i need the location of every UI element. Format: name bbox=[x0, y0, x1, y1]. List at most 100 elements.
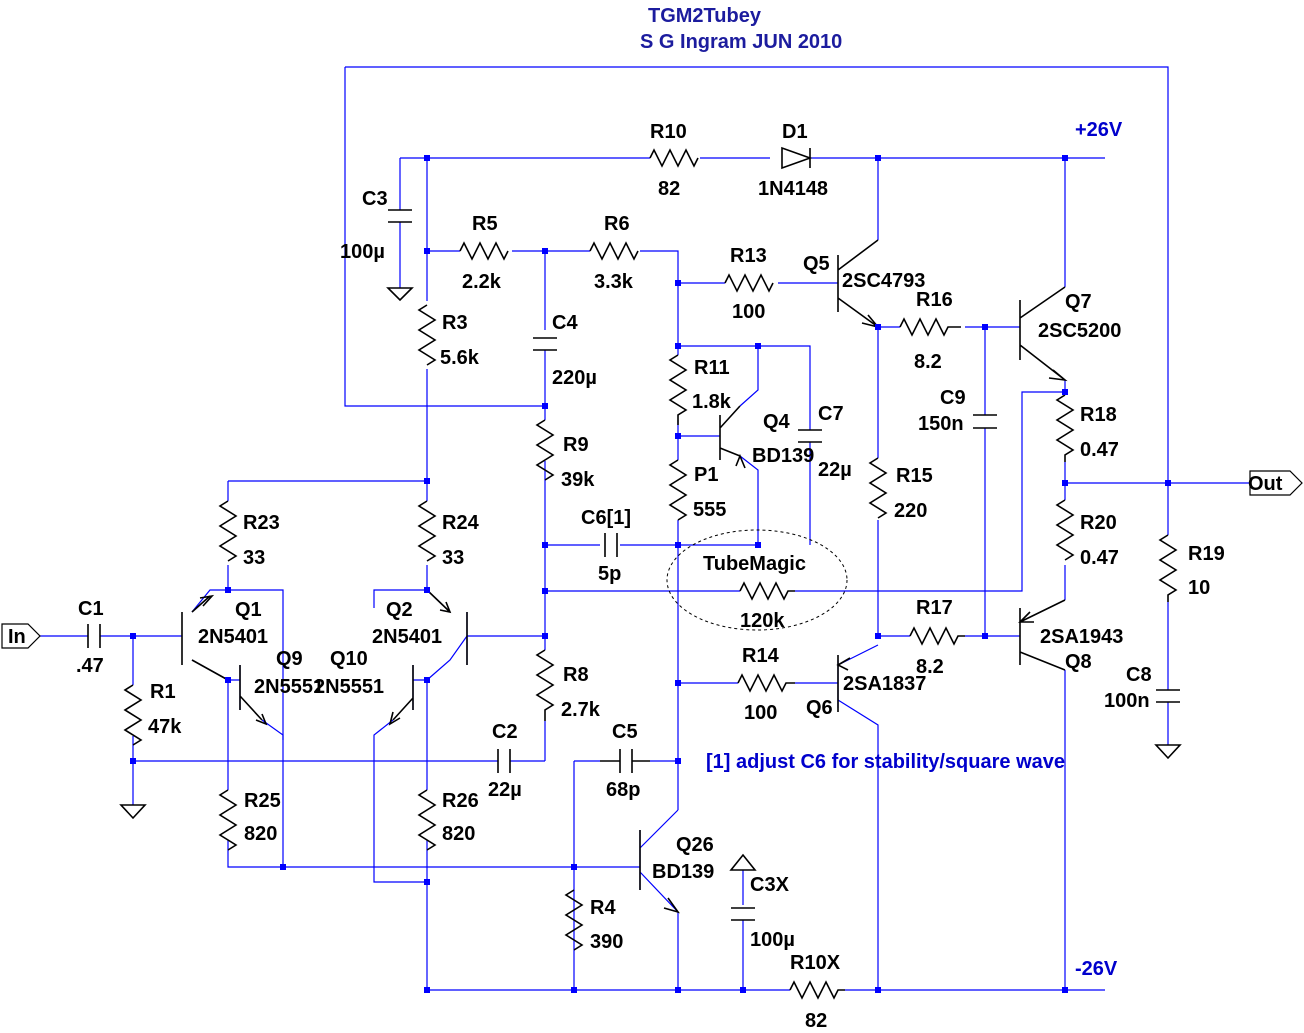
c5-value: 68p bbox=[606, 779, 640, 801]
resistor-r18 bbox=[1055, 394, 1075, 462]
q1-value: 2N5401 bbox=[198, 626, 268, 648]
transistor-q26 bbox=[639, 830, 680, 914]
capacitor-c8 bbox=[1156, 689, 1180, 703]
r13-ref: R13 bbox=[730, 245, 767, 267]
resistor-r1 bbox=[123, 684, 143, 746]
resistor-r9 bbox=[535, 419, 555, 481]
transistor-q4 bbox=[719, 405, 746, 469]
c9-ref: C9 bbox=[940, 387, 966, 409]
q8-ref: Q8 bbox=[1065, 651, 1092, 673]
q7-value: 2SC5200 bbox=[1038, 320, 1121, 342]
r8-ref: R8 bbox=[563, 664, 589, 686]
capacitor-c5 bbox=[600, 749, 650, 773]
tubemagic-resistor-value: 120k bbox=[740, 610, 785, 632]
output-label: Out bbox=[1248, 473, 1283, 495]
resistor-r5 bbox=[459, 241, 509, 261]
r25-value: 820 bbox=[244, 823, 277, 845]
c1-value: .47 bbox=[76, 655, 104, 677]
r6-ref: R6 bbox=[604, 213, 630, 235]
q9-value: 2N5551 bbox=[254, 676, 324, 698]
resistor-r19 bbox=[1158, 534, 1178, 602]
r14-value: 100 bbox=[744, 702, 777, 724]
r25-ref: R25 bbox=[244, 790, 281, 812]
resistor-r23 bbox=[218, 500, 238, 562]
c9-value: 150n bbox=[918, 413, 964, 435]
p1-value: 555 bbox=[693, 499, 726, 521]
q1-ref: Q1 bbox=[235, 599, 262, 621]
rail-positive: +26V bbox=[1075, 119, 1123, 141]
diode-d1 bbox=[781, 146, 813, 170]
q8-value: 2SA1943 bbox=[1040, 626, 1123, 648]
r13-value: 100 bbox=[732, 301, 765, 323]
r24-value: 33 bbox=[442, 547, 464, 569]
r26-ref: R26 bbox=[442, 790, 479, 812]
q26-ref: Q26 bbox=[676, 834, 714, 856]
ground-c3 bbox=[386, 287, 414, 302]
c2-ref: C2 bbox=[492, 721, 518, 743]
c6-value: 5p bbox=[598, 563, 621, 585]
r16-ref: R16 bbox=[916, 289, 953, 311]
capacitor-c4 bbox=[533, 337, 557, 351]
resistor-r10 bbox=[649, 148, 699, 168]
capacitor-c1 bbox=[87, 624, 101, 648]
c7-value: 22µ bbox=[818, 459, 852, 481]
transistor-q5 bbox=[837, 239, 881, 329]
c3-value: 100µ bbox=[340, 241, 385, 263]
title-line2: S G Ingram JUN 2010 bbox=[640, 31, 842, 53]
p1-ref: P1 bbox=[694, 464, 718, 486]
r8-value: 2.7k bbox=[561, 699, 601, 721]
output-port bbox=[1249, 470, 1303, 496]
r18-ref: R18 bbox=[1080, 404, 1117, 426]
r3-ref: R3 bbox=[442, 312, 468, 334]
r23-value: 33 bbox=[243, 547, 265, 569]
q4-ref: Q4 bbox=[763, 411, 791, 433]
c1-ref: C1 bbox=[78, 598, 104, 620]
resistor-r4 bbox=[564, 889, 584, 951]
c3x-ref: C3X bbox=[750, 874, 790, 896]
capacitor-c9 bbox=[973, 414, 997, 429]
resistor-r6 bbox=[589, 241, 639, 261]
r16-value: 8.2 bbox=[914, 351, 942, 373]
adjust-note: [1] adjust C6 for stability/square wave bbox=[706, 751, 1065, 773]
ground-r1 bbox=[119, 804, 147, 820]
r10x-ref: R10X bbox=[790, 952, 841, 974]
r3-value: 5.6k bbox=[440, 347, 480, 369]
rail-symbol-c3x bbox=[729, 853, 757, 871]
resistor-r8 bbox=[535, 649, 555, 721]
q4-value: BD139 bbox=[752, 445, 814, 467]
rail-negative: -26V bbox=[1075, 958, 1118, 980]
r20-value: 0.47 bbox=[1080, 547, 1119, 569]
c6-ref: C6[1] bbox=[581, 507, 631, 529]
capacitor-c6 bbox=[604, 533, 618, 557]
r1-value: 47k bbox=[148, 716, 182, 738]
c2-value: 22µ bbox=[488, 779, 522, 801]
capacitor-c2 bbox=[497, 749, 511, 773]
wires bbox=[40, 66, 1250, 992]
junctions bbox=[130, 155, 1171, 993]
tubemagic-label: TubeMagic bbox=[703, 553, 806, 575]
d1-value: 1N4148 bbox=[758, 178, 828, 200]
r17-ref: R17 bbox=[916, 597, 953, 619]
resistor-r10x bbox=[789, 980, 845, 1000]
resistor-r16 bbox=[899, 317, 961, 337]
c4-ref: C4 bbox=[552, 312, 578, 334]
q9-ref: Q9 bbox=[276, 648, 303, 670]
resistor-r25 bbox=[218, 789, 238, 851]
title-line1: TGM2Tubey bbox=[648, 5, 762, 27]
c8-ref: C8 bbox=[1126, 664, 1152, 686]
transistor-q8 bbox=[1018, 599, 1066, 671]
r10x-value: 82 bbox=[805, 1010, 827, 1032]
resistor-r3 bbox=[417, 304, 437, 366]
ground-c8 bbox=[1154, 744, 1182, 760]
resistor-r26 bbox=[417, 789, 437, 851]
r20-ref: R20 bbox=[1080, 512, 1117, 534]
q6-ref: Q6 bbox=[806, 697, 833, 719]
r23-ref: R23 bbox=[243, 512, 280, 534]
r18-value: 0.47 bbox=[1080, 439, 1119, 461]
c3x-value: 100µ bbox=[750, 929, 795, 951]
transistor-q9 bbox=[239, 665, 268, 726]
r10-value: 82 bbox=[658, 178, 680, 200]
r24-ref: R24 bbox=[442, 512, 480, 534]
resistor-r24 bbox=[417, 500, 437, 562]
r15-value: 220 bbox=[894, 500, 927, 522]
